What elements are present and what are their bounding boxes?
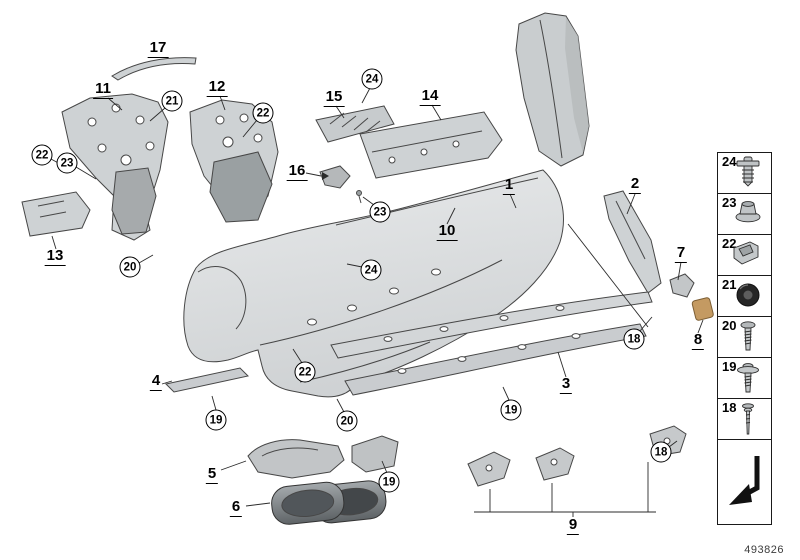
leader-lines — [50, 87, 704, 517]
screw-icon — [740, 321, 756, 351]
grommet-icon — [736, 283, 760, 307]
callout-14[interactable]: 14 — [419, 87, 441, 106]
callout-2[interactable]: 2 — [628, 175, 642, 194]
expanding-pin-icon — [742, 403, 754, 435]
part-8-adhesive-pad — [691, 297, 714, 321]
legend-item-19[interactable]: 19 — [717, 357, 772, 399]
part-3-lower-trim-strips — [330, 291, 653, 396]
callout-circled-22[interactable]: 22 — [31, 144, 53, 166]
direction-arrow-icon — [729, 456, 760, 505]
part-5-exhaust-bracket — [247, 435, 399, 479]
part-7-small-bracket — [669, 273, 695, 298]
part-13-corner-panel — [21, 191, 91, 237]
callout-circled-23[interactable]: 23 — [369, 201, 391, 223]
legend-item-22[interactable]: 22 — [717, 234, 772, 276]
legend-item-number: 22 — [722, 236, 737, 251]
callout-circled-21[interactable]: 21 — [161, 90, 183, 112]
callout-11[interactable]: 11 — [93, 80, 113, 99]
callout-circled-19[interactable]: 19 — [500, 399, 522, 421]
legend-item-24[interactable]: 24 — [717, 152, 772, 194]
legend-item-number: 18 — [722, 400, 737, 415]
document-number: 493826 — [744, 544, 784, 556]
callout-circled-20[interactable]: 20 — [336, 410, 358, 432]
part-6-exhaust-tips — [271, 480, 387, 525]
callout-9[interactable]: 9 — [566, 516, 580, 535]
legend-item-18[interactable]: 18 — [717, 398, 772, 440]
callout-3[interactable]: 3 — [559, 375, 573, 394]
legend-direction-box — [717, 439, 772, 525]
part-17-trim-strip — [111, 57, 197, 81]
fastener-legend: 24 23 22 — [717, 152, 772, 525]
pdc-sensor-holes — [307, 268, 441, 326]
callout-6[interactable]: 6 — [229, 498, 243, 517]
callout-circled-19[interactable]: 19 — [378, 471, 400, 493]
callout-circled-18[interactable]: 18 — [650, 441, 672, 463]
callout-circled-24[interactable]: 24 — [361, 68, 383, 90]
legend-item-23[interactable]: 23 — [717, 193, 772, 235]
callout-4[interactable]: 4 — [149, 372, 163, 391]
part-2-side-trim — [603, 190, 662, 294]
legend-item-20[interactable]: 20 — [717, 316, 772, 358]
legend-item-number: 21 — [722, 277, 737, 292]
callout-7[interactable]: 7 — [674, 244, 688, 263]
plastic-nut-icon — [735, 201, 761, 223]
callout-12[interactable]: 12 — [206, 78, 228, 97]
callout-5[interactable]: 5 — [205, 465, 219, 484]
spring-clip-icon — [733, 241, 759, 265]
callout-circled-19[interactable]: 19 — [205, 409, 227, 431]
part-12-side-bracket-right — [189, 99, 279, 223]
expansion-rivet-icon — [736, 156, 760, 187]
callout-circled-22[interactable]: 22 — [252, 102, 274, 124]
callout-circled-22[interactable]: 22 — [294, 361, 316, 383]
callout-15[interactable]: 15 — [323, 88, 345, 107]
part-15-heat-shield-small — [315, 105, 395, 143]
legend-item-number: 19 — [722, 359, 737, 374]
callout-10[interactable]: 10 — [436, 222, 458, 241]
part-4-left-trim-strip — [164, 367, 250, 393]
part-14-upper-support — [359, 111, 503, 179]
legend-item-number: 24 — [722, 154, 737, 169]
part-16-sensor-bracket — [319, 165, 362, 204]
callout-circled-20[interactable]: 20 — [119, 256, 141, 278]
part-1-bumper-cover — [183, 169, 564, 398]
part-11-side-bracket-left — [61, 93, 169, 241]
bumper-side-section — [515, 12, 590, 167]
callout-17[interactable]: 17 — [147, 39, 169, 58]
arrow-head-16 — [322, 172, 329, 180]
callout-circled-18[interactable]: 18 — [623, 328, 645, 350]
callout-circled-23[interactable]: 23 — [56, 152, 78, 174]
screw-with-washer-icon — [737, 363, 759, 393]
legend-item-number: 20 — [722, 318, 737, 333]
callout-13[interactable]: 13 — [44, 247, 66, 266]
callout-1[interactable]: 1 — [502, 176, 516, 195]
callout-circled-24[interactable]: 24 — [360, 259, 382, 281]
callout-8[interactable]: 8 — [691, 331, 705, 350]
legend-item-21[interactable]: 21 — [717, 275, 772, 317]
callout-16[interactable]: 16 — [286, 162, 308, 181]
legend-item-number: 23 — [722, 195, 737, 210]
